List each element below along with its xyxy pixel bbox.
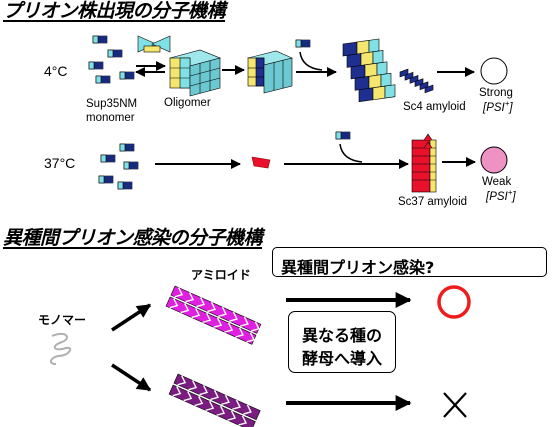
psi-weak-label: [PSI+] xyxy=(486,188,516,203)
psi-strong-text: PSI xyxy=(486,101,505,114)
amyloid-label: アミロイド xyxy=(191,268,251,282)
strong-label: Strong xyxy=(479,87,513,99)
psi-weak-plus: + xyxy=(507,188,513,197)
sc37-amyloid-label: Sc37 amyloid xyxy=(398,196,468,208)
monomer-label-line1: Sup35NM xyxy=(86,98,138,110)
weak-label: Weak xyxy=(482,176,512,188)
section2-title: 異種間プリオン感染の分子機構 xyxy=(3,227,263,249)
psi-strong-label: [PSI+] xyxy=(483,99,513,114)
monomer-pieces-4c xyxy=(88,35,135,84)
monomer-squiggle xyxy=(50,332,72,365)
infected-circle-mark xyxy=(437,285,471,319)
incoming-monomer-4c xyxy=(295,39,311,48)
psi-strong-plus: + xyxy=(504,99,510,108)
magenta-amyloid xyxy=(165,285,262,345)
arrow-monomer-to-purple-amyloid xyxy=(111,363,152,392)
temp-label-37c: 37°C xyxy=(44,155,76,171)
sc4-amyloid xyxy=(342,38,434,103)
not-infected-x-mark xyxy=(443,392,467,418)
arrow-monomer-to-magenta-amyloid xyxy=(111,303,152,332)
oligomer-cube xyxy=(169,49,221,97)
strong-phenotype-circle xyxy=(480,57,508,85)
curved-arrow-37c xyxy=(339,143,363,163)
purple-amyloid xyxy=(168,373,261,427)
monomer-label-line2: monomer xyxy=(86,112,135,124)
question-box-text: 異種間プリオン感染? xyxy=(281,258,435,277)
curved-arrow-4c xyxy=(299,51,323,71)
monomer-dimer-shape xyxy=(137,35,171,53)
monomer-pieces-37c xyxy=(98,143,139,190)
question-box: 異種間プリオン感染? xyxy=(272,247,547,277)
oligomer-label: Oligomer xyxy=(164,97,211,109)
psi-weak-text: PSI xyxy=(489,190,508,203)
hetero-species-box: 異なる種の 酵母へ導入 xyxy=(288,311,396,373)
temp-label-4c: 4°C xyxy=(44,63,68,79)
section1-title: プリオン株出現の分子機構 xyxy=(3,0,226,22)
sc4-amyloid-label: Sc4 amyloid xyxy=(403,101,466,113)
sc37-amyloid xyxy=(411,133,437,193)
weak-phenotype-circle xyxy=(480,146,508,174)
incoming-monomer-37c xyxy=(335,131,351,140)
nucleus-cube xyxy=(247,50,293,94)
hetero-box-line2: 酵母へ導入 xyxy=(301,349,382,368)
sc37-nucleus-shape xyxy=(251,156,271,169)
hetero-box-line1: 異なる種の xyxy=(301,326,382,345)
monomer-jp-label: モノマー xyxy=(38,313,87,327)
